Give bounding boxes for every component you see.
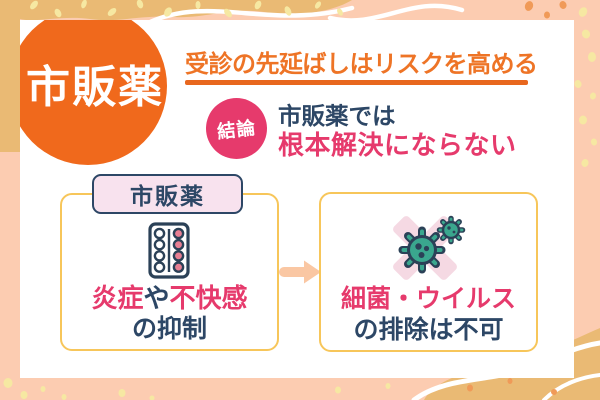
otc-effect-text: 炎症や不快感 の抑制: [62, 283, 277, 345]
conclusion-badge-label: 結論: [215, 116, 258, 142]
otc-box-label: 市販薬: [92, 174, 243, 214]
conclusion-badge: 結論: [206, 98, 267, 159]
orange-dots-top-right: [524, 1, 567, 19]
otc-effect-line1: 炎症や不快感: [62, 283, 277, 314]
limitation-box: 細菌・ウイルス の排除は不可: [319, 192, 538, 352]
otc-effect-box: 炎症や不快感 の抑制: [60, 193, 279, 351]
content-card: 市販薬 受診の先延ばしはリスクを高める 結論 市販薬では 根本解決にならない 市…: [20, 20, 574, 378]
speckle-dots-top-left: [30, 0, 343, 18]
conclusion-line2: 根本解決にならない: [278, 130, 517, 160]
otc-effect-line2: の抑制: [131, 315, 207, 343]
effect-particle: や: [143, 283, 170, 313]
headline-underline: [185, 80, 528, 85]
orange-circle-badge: 市販薬: [20, 20, 167, 165]
virus-cross-graphic: [393, 215, 466, 280]
headline: 受診の先延ばしはリスクを高める: [185, 51, 538, 78]
virus-icon-small: [436, 215, 466, 245]
orange-dots-bottom-right: [467, 378, 557, 395]
otc-box-label-text: 市販薬: [130, 183, 205, 209]
arrow-right-icon: [279, 260, 321, 284]
virus-icon-large: [398, 226, 446, 274]
limitation-text: 細菌・ウイルス の排除は不可: [321, 284, 536, 346]
tan-corner-top-left: [0, 0, 352, 152]
page-title: 市販薬: [26, 63, 164, 112]
blister-pack-icon: [148, 222, 190, 279]
limitation-line2: の排除は不可: [353, 316, 504, 344]
conclusion-line1: 市販薬では: [278, 103, 396, 129]
effect-word-inflammation: 炎症: [91, 283, 144, 313]
conclusion-text: 市販薬では 根本解決にならない: [278, 102, 517, 161]
limitation-line1: 細菌・ウイルス: [340, 285, 516, 313]
effect-word-discomfort: 不快感: [169, 283, 248, 313]
